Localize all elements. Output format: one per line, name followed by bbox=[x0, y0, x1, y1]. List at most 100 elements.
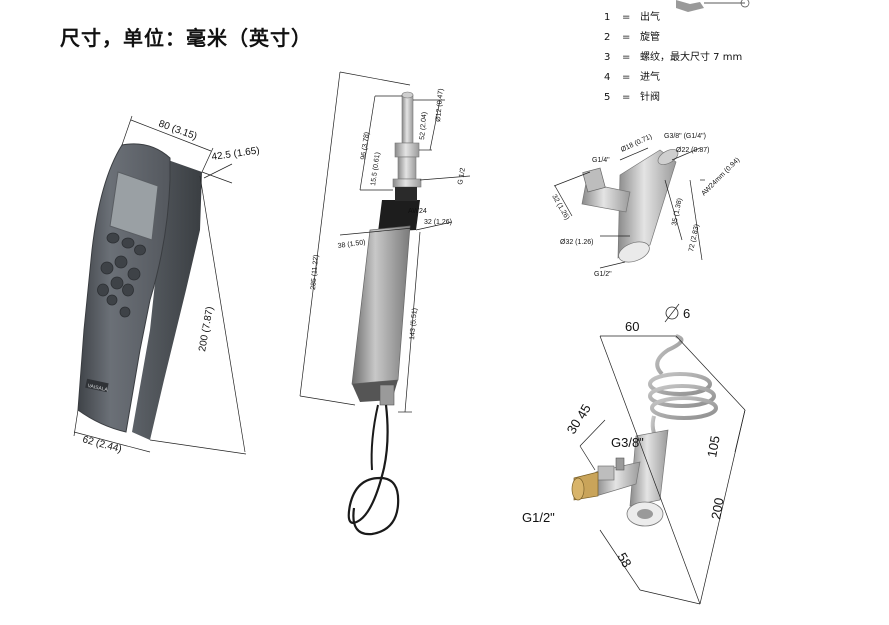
key-button bbox=[97, 283, 109, 297]
label-diam22: Ø22 (0.87) bbox=[676, 147, 709, 154]
label-dim30: 30 bbox=[564, 416, 584, 436]
probe-connector bbox=[379, 384, 395, 406]
label-port-top: G3/8" (G1/4") bbox=[664, 133, 706, 140]
valve-nut bbox=[597, 465, 615, 481]
probe-cable bbox=[347, 404, 400, 536]
dimension-line bbox=[664, 179, 683, 241]
probe-grip-top bbox=[395, 187, 417, 201]
probe-thread bbox=[397, 156, 417, 180]
probe-grip bbox=[378, 200, 420, 232]
legend-number: 1 bbox=[604, 12, 611, 23]
label-diam18: Ø18 (0.71) bbox=[620, 133, 653, 153]
cropped-part-body bbox=[676, 0, 704, 12]
extension-line bbox=[671, 147, 701, 161]
page-title: 尺寸，单位：毫米（英寸） bbox=[60, 26, 312, 50]
label-thread: G3/8" bbox=[611, 435, 644, 450]
dim-tip-diameter: Ø12 (0.47) bbox=[435, 88, 445, 122]
extension-line bbox=[639, 589, 701, 605]
dimension-line bbox=[579, 419, 606, 447]
label-dim60: 60 bbox=[625, 319, 639, 334]
probe-tip bbox=[401, 94, 414, 144]
legend-row: 5=针阀 bbox=[604, 88, 742, 108]
coil-lead bbox=[655, 334, 684, 376]
legend-text: 进气 bbox=[640, 72, 660, 83]
legend-number: 4 bbox=[604, 72, 611, 83]
dimension-line bbox=[699, 409, 746, 605]
key-button bbox=[106, 294, 118, 306]
dim-thread: G 1/2 bbox=[457, 167, 467, 185]
label-dim58: 58 bbox=[614, 550, 634, 570]
extension-line bbox=[419, 175, 471, 181]
key-button bbox=[134, 244, 146, 256]
handheld-meter: VAISALA 80 (3.15) 42.5 (1.65) 200 (7.87)… bbox=[73, 115, 260, 455]
legend-text: 针阀 bbox=[640, 92, 660, 103]
legend-number: 2 bbox=[604, 32, 611, 43]
tee-outlet-bore bbox=[637, 509, 653, 519]
dim-bottom-label: 62 (2.44) bbox=[81, 434, 123, 455]
label-port-small: G1/4" bbox=[592, 157, 610, 164]
coil-turn bbox=[648, 384, 716, 408]
coil-tube bbox=[648, 334, 718, 442]
probe-nut bbox=[394, 142, 420, 158]
dim-body-length: 143 (5.51) bbox=[409, 308, 419, 340]
legend: 1 = 出气 2=旋管 3=螺纹，最大尺寸 7 mm 4 = 进气 5=针阀 bbox=[604, 8, 742, 108]
label-dim6: 6 bbox=[683, 306, 690, 321]
legend-text: 出气 bbox=[640, 12, 660, 23]
dim-total-length: 285 (11.22) bbox=[310, 254, 320, 290]
dim-wrench: AW24 bbox=[408, 208, 427, 215]
key-button bbox=[114, 255, 128, 269]
key-button bbox=[121, 237, 135, 249]
dim-tip-length: 52 (2.04) bbox=[419, 112, 428, 141]
label-port-bottom: G1/2" bbox=[594, 271, 612, 278]
key-button bbox=[119, 306, 131, 318]
key-button bbox=[127, 267, 141, 281]
dim-depth-label: 42.5 (1.65) bbox=[211, 145, 260, 163]
legend-row: 4 = 进气 bbox=[604, 68, 742, 88]
dimension-line bbox=[73, 431, 151, 453]
dimension-line bbox=[554, 185, 573, 217]
extension-line bbox=[149, 439, 247, 455]
dimension-line bbox=[619, 147, 649, 161]
legend-equals: = bbox=[622, 72, 631, 83]
dimension-line bbox=[299, 71, 341, 397]
adapter-pipe bbox=[617, 149, 677, 259]
extension-line bbox=[299, 395, 356, 406]
coil-turn bbox=[650, 396, 718, 420]
label-dim45: 45 bbox=[574, 401, 594, 421]
inlet-face bbox=[571, 477, 585, 501]
cropped-part bbox=[676, 0, 750, 12]
label-dim200: 200 bbox=[708, 497, 727, 521]
dimension-line bbox=[339, 227, 414, 236]
dimension-line bbox=[130, 119, 212, 152]
diameter-symbol bbox=[665, 306, 679, 320]
logo-text: VAISALA bbox=[87, 383, 109, 393]
coil-assembly: 60 6 45 30 G3/8" 105 200 58 G1/2" bbox=[522, 303, 746, 605]
legend-row: 2=旋管 bbox=[604, 28, 742, 48]
logo-badge bbox=[85, 378, 109, 393]
dim-nut-length: 15.5 (0.61) bbox=[370, 152, 382, 187]
probe-body bbox=[351, 225, 411, 385]
extension-line bbox=[121, 115, 133, 146]
label-inlet: G1/2" bbox=[522, 510, 555, 525]
dimension-line bbox=[359, 95, 376, 191]
dim-upper-length: 96 (3.78) bbox=[360, 132, 371, 161]
label-dim105: 105 bbox=[704, 435, 723, 459]
probe-cable-loop bbox=[370, 404, 379, 471]
meter-screen bbox=[109, 171, 159, 241]
dim-collar: 38 (1.50) bbox=[337, 239, 366, 250]
legend-row: 1 = 出气 bbox=[604, 8, 742, 28]
legend-number: 5 bbox=[604, 92, 611, 103]
legend-equals: = bbox=[622, 12, 631, 23]
legend-text: 螺纹，最大尺寸 7 mm bbox=[640, 52, 743, 63]
dim-width-label: 80 (3.15) bbox=[157, 118, 198, 142]
adapter-pipe-bottom bbox=[618, 241, 650, 263]
dimension-line bbox=[199, 175, 246, 453]
key-button bbox=[100, 261, 114, 275]
legend-text: 旋管 bbox=[640, 32, 660, 43]
extension-line bbox=[599, 261, 626, 269]
key-button bbox=[106, 232, 120, 244]
valve-knob bbox=[615, 457, 625, 471]
extension-line bbox=[73, 409, 79, 437]
legend-row: 3=螺纹，最大尺寸 7 mm bbox=[604, 48, 742, 68]
